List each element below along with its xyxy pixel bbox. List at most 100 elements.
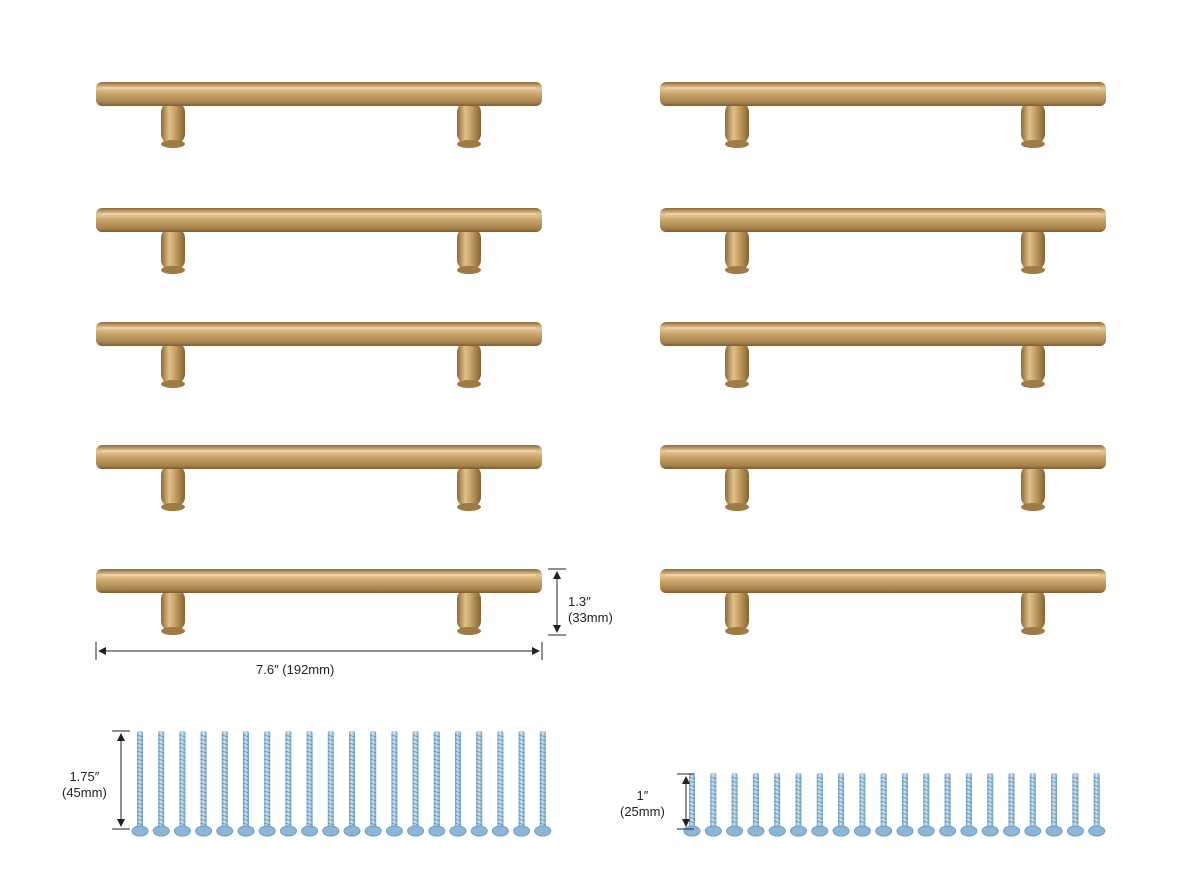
screw-thread — [370, 794, 377, 798]
screw-thread — [433, 794, 440, 798]
screw — [364, 731, 382, 837]
screw-thread — [221, 814, 228, 818]
screw-thread — [965, 820, 973, 824]
screw — [790, 773, 807, 837]
screw-thread — [944, 784, 951, 788]
screw-thread — [370, 750, 377, 754]
screw-thread — [859, 808, 866, 812]
handle-post-base — [161, 266, 185, 274]
screw-thread — [348, 806, 356, 810]
screw-thread — [518, 822, 525, 826]
screw-thread — [221, 802, 228, 806]
screw-thread — [327, 822, 334, 826]
screw-thread — [158, 782, 165, 786]
screw-thread — [136, 782, 144, 786]
screw-thread — [752, 820, 760, 824]
screw-thread — [391, 734, 398, 738]
screw-thread — [200, 758, 207, 762]
screw-thread — [264, 822, 271, 826]
screw-thread — [1008, 808, 1015, 812]
screw-thread — [454, 806, 462, 810]
screw-thread — [454, 766, 462, 770]
screw-thread — [1008, 776, 1015, 780]
screw-thread — [539, 734, 546, 738]
screw-thread — [944, 788, 951, 792]
screw-thread — [179, 790, 186, 794]
screw-thread — [1093, 804, 1100, 808]
screw-thread — [348, 790, 356, 794]
screw-thread — [370, 786, 377, 790]
screw-thread — [859, 804, 866, 808]
screw-thread — [433, 770, 440, 774]
screw-thread — [370, 790, 377, 794]
screw-thread — [731, 816, 738, 820]
screw-thread — [179, 766, 186, 770]
screw-thread — [242, 766, 250, 770]
screw-thread — [391, 790, 398, 794]
screw-thread — [518, 774, 525, 778]
screw-thread — [391, 778, 398, 782]
screw-thread — [965, 808, 973, 812]
screw-thread — [837, 808, 845, 812]
screw-thread — [859, 784, 866, 788]
screw-thread — [348, 750, 356, 754]
handle-post — [725, 465, 749, 507]
screw — [343, 731, 361, 837]
screw-thread — [518, 778, 525, 782]
screw-thread — [497, 754, 504, 758]
screw-thread — [158, 814, 165, 818]
screw-thread — [476, 782, 483, 786]
screw-thread — [1072, 780, 1079, 784]
handle-post-base — [1021, 266, 1045, 274]
screw-thread — [497, 794, 504, 798]
screw-thread — [285, 778, 292, 782]
screw-thread — [518, 770, 525, 774]
screw-thread — [539, 738, 546, 742]
screw-thread — [264, 818, 271, 822]
screw-thread — [327, 818, 334, 822]
screw-thread — [539, 778, 546, 782]
screw-thread — [944, 808, 951, 812]
screw-thread — [391, 786, 398, 790]
screw-thread — [242, 806, 250, 810]
screw-head — [875, 825, 893, 837]
screw-thread — [454, 794, 462, 798]
screw-thread — [370, 738, 377, 742]
screw-thread — [518, 810, 525, 814]
screw-thread — [136, 798, 144, 802]
screw-thread — [454, 778, 462, 782]
screw-thread — [264, 798, 271, 802]
screw-head — [1088, 825, 1106, 837]
screw-thread — [327, 802, 334, 806]
handle-post — [161, 228, 185, 270]
screw-thread — [1050, 816, 1058, 820]
screw-thread — [1093, 788, 1100, 792]
screw-thread — [710, 776, 717, 780]
screw-thread — [987, 788, 994, 792]
screw-thread — [285, 802, 292, 806]
screw — [195, 731, 213, 837]
screw-thread — [242, 814, 250, 818]
handle-post-base — [457, 627, 481, 635]
screw-thread — [539, 818, 546, 822]
screw-thread — [454, 754, 462, 758]
handle-post-base — [457, 380, 481, 388]
screw-thread — [264, 786, 271, 790]
screw-thread — [264, 814, 271, 818]
screw-thread — [539, 782, 546, 786]
screw-thread — [136, 786, 144, 790]
screw-thread — [859, 800, 866, 804]
screw-thread — [837, 796, 845, 800]
screw-thread — [370, 766, 377, 770]
screw-thread — [285, 822, 292, 826]
screw-thread — [285, 750, 292, 754]
handle-post — [725, 228, 749, 270]
screw-thread — [539, 762, 546, 766]
screw-thread — [264, 738, 271, 742]
handle-post-base — [1021, 503, 1045, 511]
screw-thread — [497, 782, 504, 786]
screw-thread — [454, 818, 462, 822]
screw-thread — [944, 792, 951, 796]
screw-thread — [752, 796, 760, 800]
screw-thread — [1050, 808, 1058, 812]
